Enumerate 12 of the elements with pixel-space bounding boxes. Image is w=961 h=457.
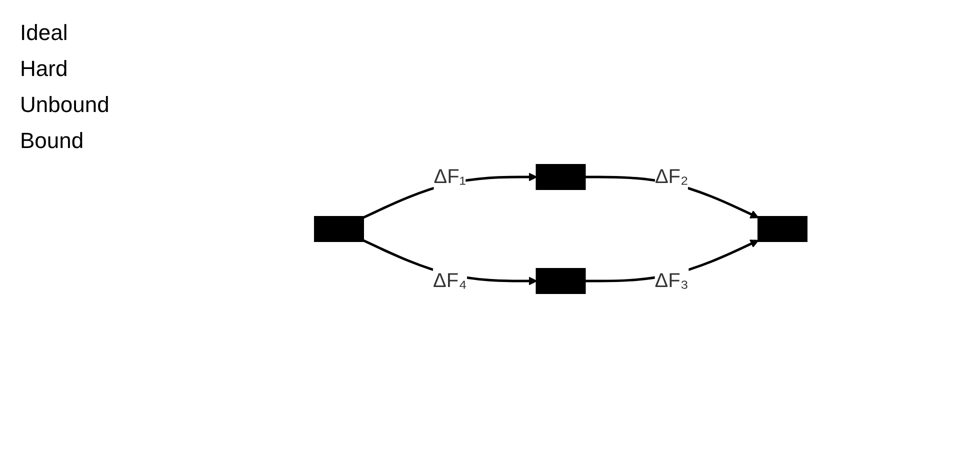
node-bar	[757, 216, 808, 242]
edge-label: ΔF₂	[654, 166, 688, 188]
axis-label: Hard	[20, 56, 69, 82]
edge-label: ΔF₄	[432, 270, 466, 292]
edge-label: ΔF₃	[654, 270, 688, 292]
edge-label: ΔF₁	[433, 166, 466, 188]
node-bar	[314, 216, 364, 242]
axis-label: Bound	[20, 128, 85, 154]
node-bar	[536, 268, 586, 294]
node-bar	[536, 164, 586, 190]
axis-label: Ideal	[20, 20, 69, 46]
axis-label: Unbound	[20, 92, 110, 118]
